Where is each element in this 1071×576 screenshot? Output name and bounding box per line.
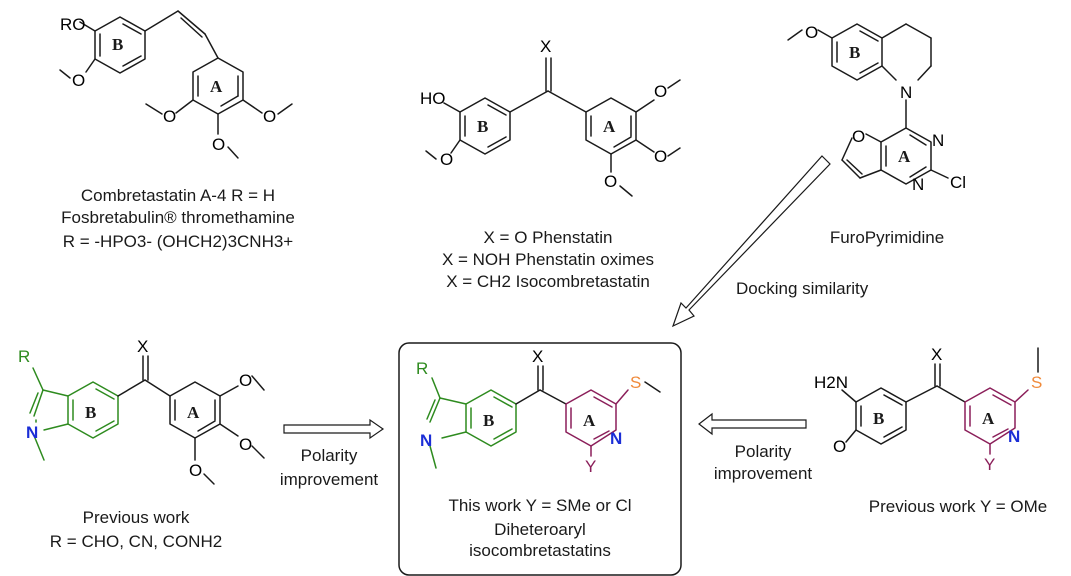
oxygen-label: O [239, 371, 252, 390]
this-work-structure: X R N N S Y B A [416, 347, 661, 476]
phenstatin-structure: X HO O O O O B A [420, 37, 681, 197]
docking-arrow [671, 155, 831, 328]
previous-right-caption: Previous work Y = OMe [869, 497, 1047, 516]
oxygen-label: O [212, 135, 225, 154]
phenstatin-caption-3: X = CH2 Isocombretastatin [446, 272, 650, 291]
polarity-right-1: Polarity [735, 442, 792, 461]
ring-a-label: A [583, 411, 596, 430]
ring-a-label: A [603, 117, 616, 136]
this-work-caption-2: Diheteroaryl [494, 520, 586, 539]
ring-a-label: A [898, 147, 911, 166]
ring-a-label: A [187, 403, 200, 422]
ca4-caption-2: Fosbretabulin® thromethamine [61, 208, 295, 227]
this-work-caption-1: This work Y = SMe or Cl [448, 496, 631, 515]
ring-b-label: B [873, 409, 884, 428]
x-label: X [931, 345, 942, 364]
polarity-arrow-right [698, 412, 807, 436]
oxygen-label: O [654, 82, 667, 101]
r-label: R [416, 359, 428, 378]
polarity-right-2: improvement [714, 464, 813, 483]
nitrogen-label: N [932, 131, 944, 150]
furo-caption: FuroPyrimidine [830, 228, 944, 247]
ring-a-label: A [982, 409, 995, 428]
oxygen-label: O [163, 107, 176, 126]
oxygen-label: O [263, 107, 276, 126]
furopyrimidine-structure: O N O N N Cl B A [787, 23, 966, 194]
ca4-caption-3: R = -HPO3- (OHCH2)3CNH3+ [63, 232, 294, 251]
indole-nitrogen-label: N [26, 423, 38, 442]
ca4-caption-1: Combretastatin A-4 R = H [81, 186, 275, 205]
sulfur-label: S [1031, 373, 1042, 392]
phenstatin-caption-1: X = O Phenstatin [484, 228, 613, 247]
indole-nitrogen-label: N [420, 431, 432, 450]
this-work-box [398, 342, 682, 576]
polarity-left-2: improvement [280, 470, 379, 489]
ring-b-label: B [483, 411, 494, 430]
this-work-caption-3: isocombretastatins [469, 541, 611, 560]
y-label: Y [585, 457, 596, 476]
x-label: X [532, 347, 543, 366]
oxygen-label: O [833, 437, 846, 456]
pyridine-nitrogen-label: N [610, 429, 622, 448]
ho-label: HO [420, 89, 446, 108]
ring-b-label: B [112, 35, 123, 54]
ring-b-label: B [85, 403, 96, 422]
oxygen-label: O [805, 23, 818, 42]
oxygen-label: O [852, 127, 865, 146]
pyridine-nitrogen-label: N [1008, 427, 1020, 446]
h2n-label: H2N [814, 373, 848, 392]
nitrogen-label: N [900, 83, 912, 102]
chlorine-label: Cl [950, 173, 966, 192]
docking-label: Docking similarity [736, 279, 869, 298]
combretastatin-structure: RO O O O O B A [59, 10, 293, 159]
previous-left-caption-1: Previous work [83, 508, 190, 527]
polarity-left-1: Polarity [301, 446, 358, 465]
polarity-arrow-left [283, 418, 385, 440]
oxygen-label: O [440, 150, 453, 169]
previous-left-caption-2: R = CHO, CN, CONH2 [50, 532, 222, 551]
nitrogen-label: N [912, 175, 924, 194]
x-label: X [137, 337, 148, 356]
previous-indole-structure: X R N O O O B A [18, 337, 265, 485]
sulfur-label: S [630, 373, 641, 392]
previous-right-structure: X H2N O N S Y B A [814, 345, 1042, 474]
ro-label: RO [60, 15, 86, 34]
oxygen-label: O [72, 71, 85, 90]
phenstatin-caption-2: X = NOH Phenstatin oximes [442, 250, 654, 269]
oxygen-label: O [604, 172, 617, 191]
oxygen-label: O [239, 435, 252, 454]
x-label: X [540, 37, 551, 56]
ring-a-label: A [210, 77, 223, 96]
y-label: Y [984, 455, 995, 474]
r-label: R [18, 347, 30, 366]
ring-b-label: B [477, 117, 488, 136]
ring-b-label: B [849, 43, 860, 62]
oxygen-label: O [189, 461, 202, 480]
oxygen-label: O [654, 147, 667, 166]
